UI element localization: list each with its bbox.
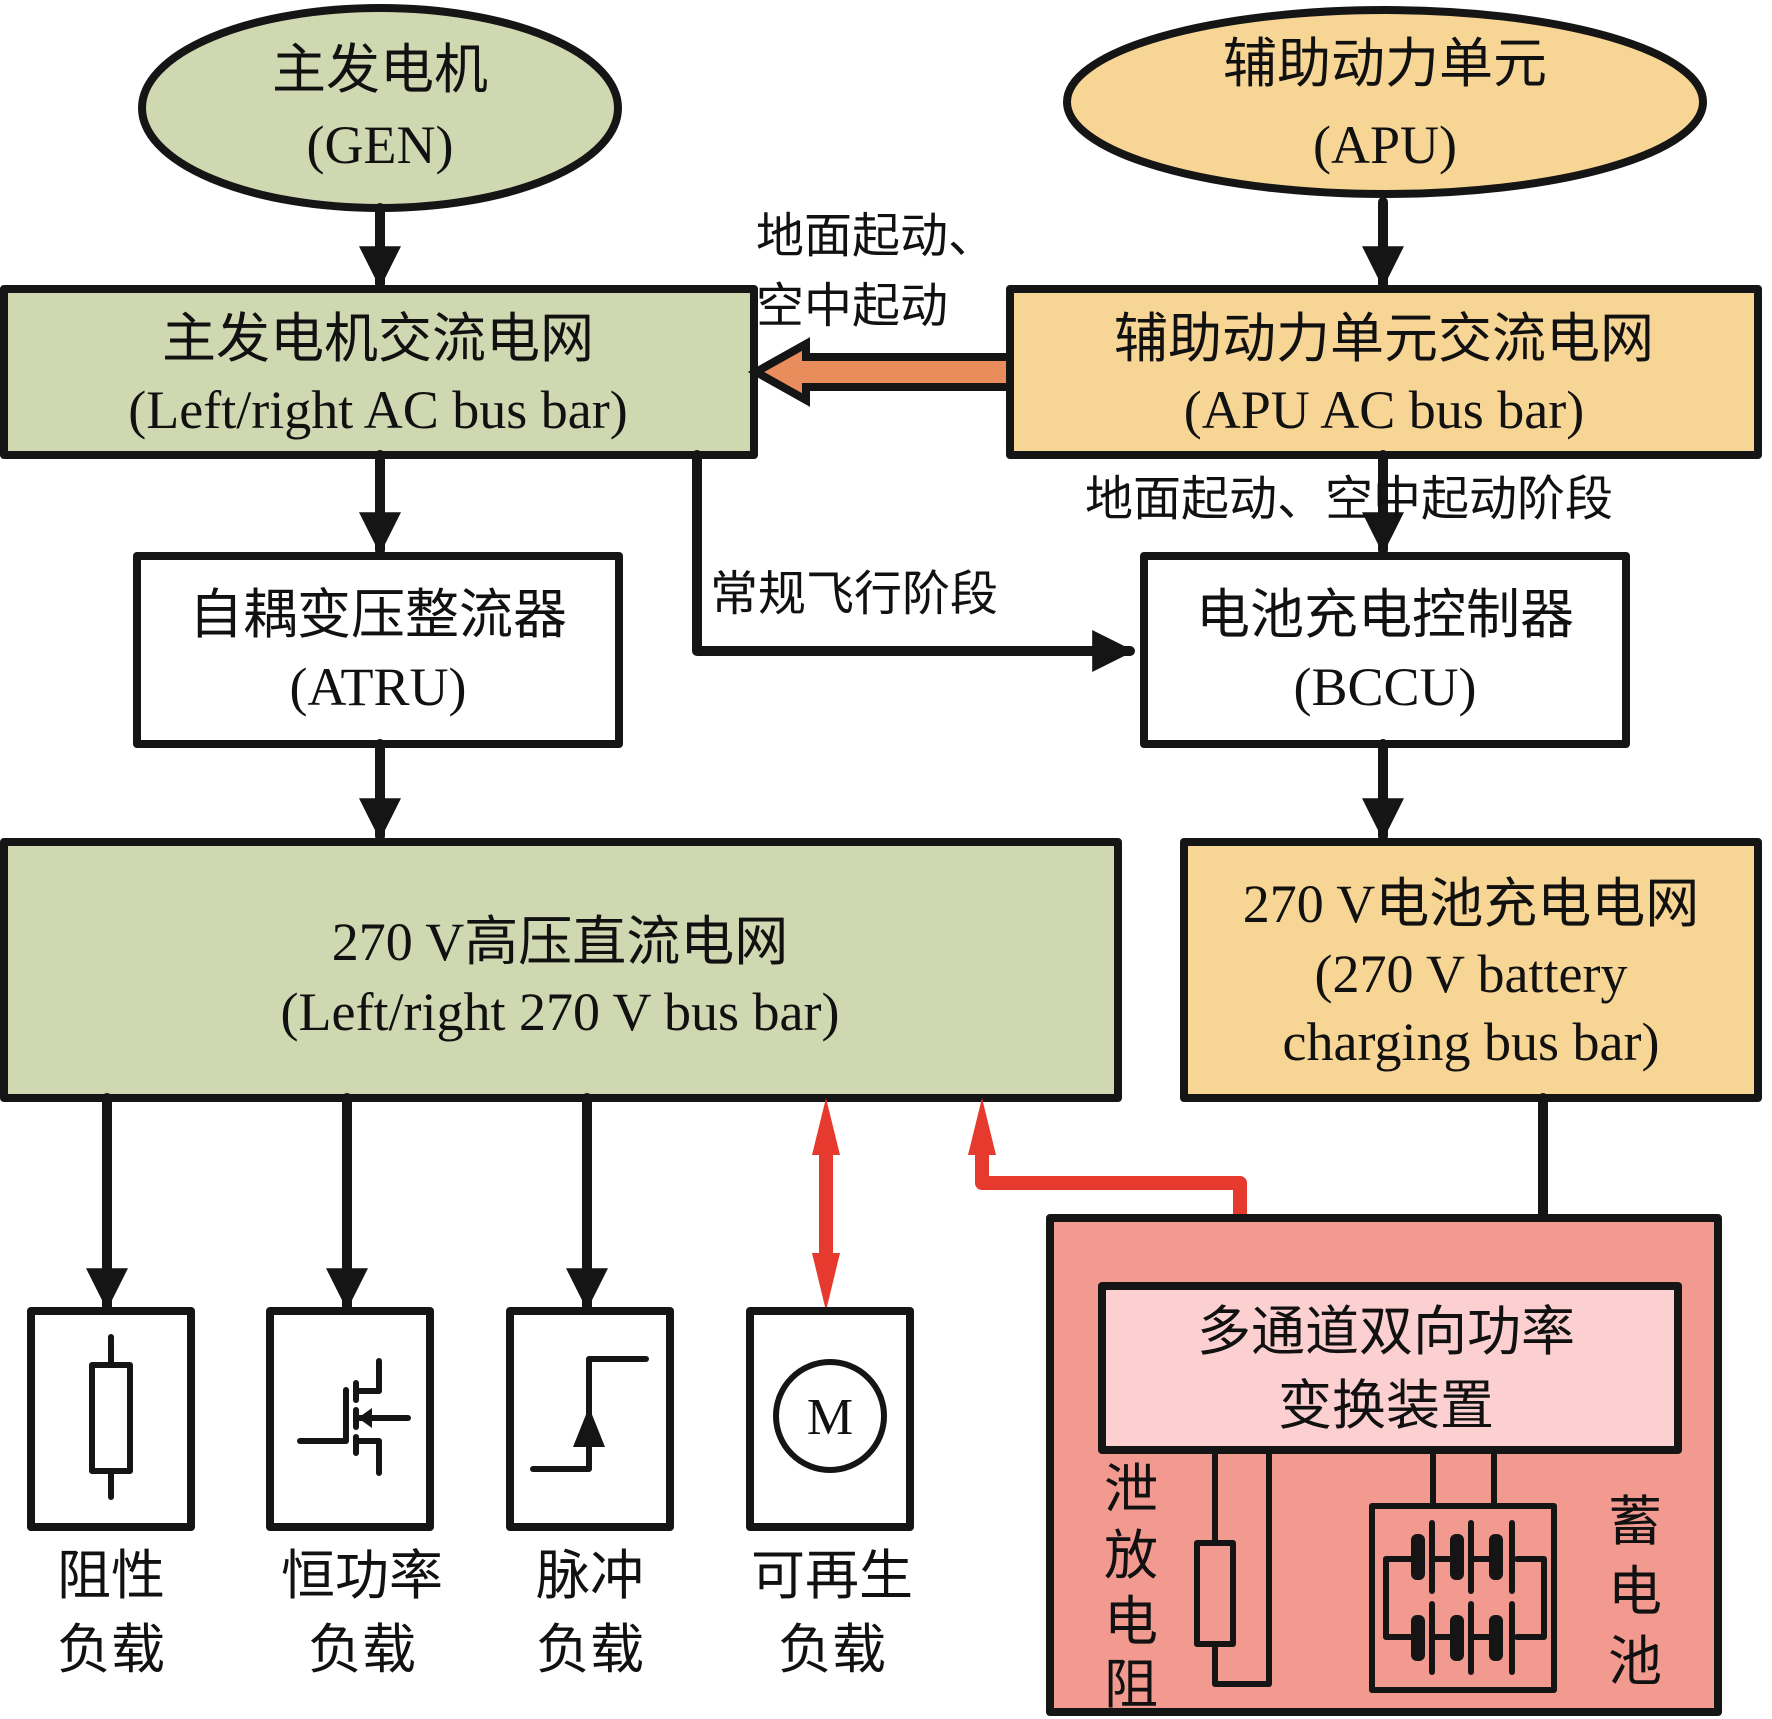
hvdc-bus-rect — [0, 838, 1122, 1102]
battery-bus-box: 270 V电池充电电网 (270 V battery charging bus … — [1180, 838, 1762, 1102]
load-constant-power: 恒功率 负载 — [266, 1307, 443, 1680]
battery-char-1: 蓄 — [1608, 1492, 1662, 1552]
load-regenerative-label-2: 负载 — [778, 1620, 886, 1680]
load-regenerative-label-1: 可再生 — [751, 1546, 913, 1606]
load-constant-power-label-2: 负载 — [308, 1620, 416, 1680]
apu-label-en: (APU) — [1313, 115, 1457, 175]
hvdc-bus-label-en: (Left/right 270 V bus bar) — [281, 982, 840, 1042]
load-pulse-label-1: 脉冲 — [536, 1546, 644, 1606]
bleed-resistor-char-2: 放 — [1104, 1526, 1158, 1586]
apu-to-acbus-start-arrow — [747, 337, 1014, 407]
load-constant-power-label-1: 恒功率 — [281, 1546, 443, 1606]
apu-bus-box: 辅助动力单元交流电网 (APU AC bus bar) — [1006, 285, 1762, 459]
bccu-box: 电池充电控制器 (BCCU) — [1140, 552, 1630, 748]
motor-symbol: M — [807, 1389, 853, 1446]
gen-label-zh: 主发电机 — [272, 40, 488, 100]
converter-label-1: 多通道双向功率 — [1197, 1302, 1575, 1362]
bleed-resistor-char-3: 电 — [1104, 1592, 1158, 1652]
load-regenerative: M 可再生 负载 — [746, 1307, 914, 1680]
ac-bus-box: 主发电机交流电网 (Left/right AC bus bar) — [0, 285, 758, 459]
load-resistive-label-1: 阻性 — [57, 1546, 165, 1606]
converter-label-2: 变换装置 — [1278, 1376, 1494, 1436]
atru-box: 自耦变压整流器 (ATRU) — [133, 552, 623, 748]
battery-char-2: 电 — [1608, 1562, 1662, 1622]
normal-flight-label: 常规飞行阶段 — [710, 568, 998, 621]
load-resistive: 阻性 负载 — [27, 1307, 195, 1680]
ac-bus-label-en: (Left/right AC bus bar) — [128, 380, 627, 440]
battery-bus-label-en1: (270 V battery — [1315, 944, 1628, 1004]
bleed-resistor-char-4: 阻 — [1104, 1655, 1158, 1715]
regen-bidirectional-arrow — [812, 1098, 840, 1311]
atru-rect — [133, 552, 623, 748]
energy-storage-unit: 多通道双向功率 变换装置 泄 放 电 阻 — [1046, 1214, 1722, 1716]
battery-pack-icon — [1369, 1447, 1557, 1693]
load-pulse-label-2: 负载 — [536, 1620, 644, 1680]
bleed-resistor-char-1: 泄 — [1104, 1460, 1158, 1520]
motor-icon: M — [773, 1359, 887, 1473]
hvdc-bus-box: 270 V高压直流电网 (Left/right 270 V bus bar) — [0, 838, 1122, 1102]
load-resistive-label-2: 负载 — [57, 1620, 165, 1680]
hvdc-bus-label-zh: 270 V高压直流电网 — [332, 912, 789, 972]
gen-node: 主发电机 (GEN) — [138, 4, 622, 212]
acbus-to-bccu-arrow — [692, 450, 1135, 672]
load-constant-power-box — [266, 1307, 434, 1531]
apu-label-zh: 辅助动力单元 — [1223, 34, 1547, 94]
apu-ellipse — [1063, 6, 1707, 198]
atru-label-zh: 自耦变压整流器 — [189, 585, 567, 645]
resistor-icon — [89, 1334, 133, 1500]
battery-string-top — [1411, 1520, 1515, 1594]
gen-ellipse — [138, 4, 622, 212]
bccu-label-en: (BCCU) — [1293, 657, 1476, 717]
converter-rect — [1098, 1282, 1682, 1454]
start-label-line1: 地面起动、 — [756, 210, 996, 263]
bccu-label-zh: 电池充电控制器 — [1196, 585, 1574, 645]
battery-string-bottom — [1411, 1601, 1515, 1675]
battery-bus-label-en2: charging bus bar) — [1283, 1012, 1660, 1072]
apu-bus-label-zh: 辅助动力单元交流电网 — [1114, 309, 1654, 369]
atru-label-en: (ATRU) — [290, 657, 467, 717]
mosfet-icon — [297, 1358, 411, 1476]
start-label-line2: 空中起动 — [756, 280, 948, 333]
gen-label-en: (GEN) — [307, 115, 454, 175]
ac-bus-label-zh: 主发电机交流电网 — [162, 309, 594, 369]
bleed-resistor-icon — [1194, 1447, 1272, 1687]
load-pulse: 脉冲 负载 — [506, 1307, 674, 1680]
apu-bus-label-en: (APU AC bus bar) — [1184, 380, 1585, 440]
start-phase-label: 地面起动、空中起动阶段 — [1085, 473, 1613, 526]
pulse-icon — [530, 1356, 649, 1472]
battery-char-3: 池 — [1608, 1632, 1662, 1692]
battery-bus-label-zh: 270 V电池充电电网 — [1243, 874, 1700, 934]
apu-node: 辅助动力单元 (APU) — [1063, 6, 1707, 198]
battery-bus-rect — [1180, 838, 1762, 1102]
